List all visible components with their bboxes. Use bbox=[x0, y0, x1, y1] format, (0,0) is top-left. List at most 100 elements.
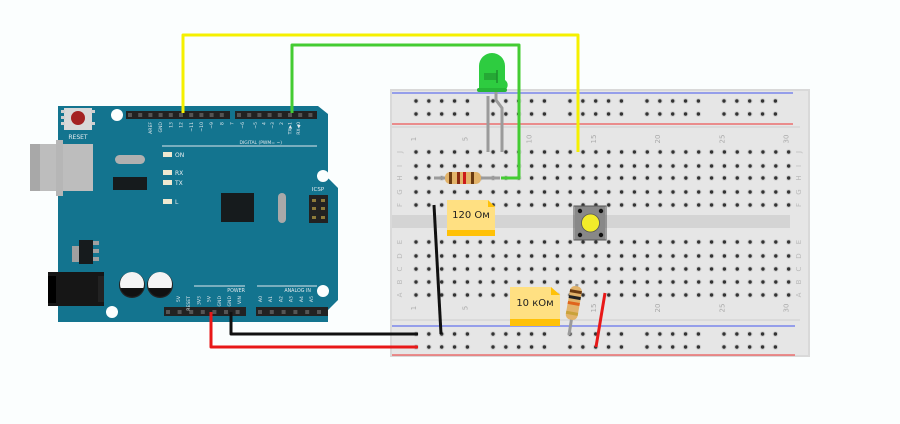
header-pin[interactable] bbox=[237, 113, 241, 117]
wire-red-5v-to-rail[interactable] bbox=[209, 312, 418, 349]
header-pin[interactable] bbox=[308, 113, 313, 117]
header-pin[interactable] bbox=[305, 310, 310, 314]
breadboard-hole-center bbox=[529, 203, 534, 207]
header-pin[interactable] bbox=[200, 310, 205, 314]
header-pin[interactable] bbox=[257, 113, 262, 117]
microcontroller-chip bbox=[221, 193, 254, 222]
breadboard-hole-center bbox=[619, 254, 624, 258]
breadboard-hole-center bbox=[709, 164, 714, 168]
header-pin[interactable] bbox=[158, 113, 163, 117]
rail-hole-center bbox=[658, 345, 662, 349]
breadboard-hole-center bbox=[709, 176, 714, 180]
header-pin[interactable] bbox=[219, 113, 224, 117]
column-number: 10 bbox=[526, 135, 534, 144]
breadboard-hole-center bbox=[465, 190, 470, 194]
header-pin[interactable] bbox=[235, 310, 240, 314]
breadboard-hole-center bbox=[594, 254, 598, 258]
wire-green-pin2-to-led[interactable] bbox=[290, 43, 521, 180]
push-button[interactable] bbox=[573, 205, 607, 241]
wire-red-rail-to-button[interactable] bbox=[594, 292, 607, 348]
header-pin[interactable] bbox=[128, 113, 132, 117]
breadboard-hole-center bbox=[581, 164, 585, 168]
breadboard-hole-center bbox=[619, 190, 624, 194]
wire-black-gnd-to-rail[interactable] bbox=[229, 312, 418, 336]
breadboard-hole-center bbox=[619, 203, 624, 207]
header-pin[interactable] bbox=[179, 113, 183, 117]
resistor-1-label-note: 120 Ом bbox=[447, 200, 495, 236]
breadboard-hole-center bbox=[478, 190, 482, 194]
header-pin[interactable] bbox=[281, 310, 286, 314]
header-pin[interactable] bbox=[166, 310, 170, 314]
header-pin[interactable] bbox=[293, 310, 298, 314]
rail-hole-center bbox=[722, 99, 726, 103]
rail-hole-center bbox=[594, 112, 598, 116]
breadboard-hole-center bbox=[748, 267, 752, 271]
header-pin[interactable] bbox=[212, 310, 217, 314]
pin-label: GND bbox=[227, 296, 233, 307]
reset-button[interactable] bbox=[61, 108, 95, 130]
header-pin[interactable] bbox=[189, 310, 194, 314]
rail-hole-center bbox=[683, 99, 688, 103]
status-led bbox=[163, 199, 172, 204]
arduino-uno: RESET bbox=[30, 106, 338, 322]
breadboard-hole-center bbox=[709, 203, 714, 207]
pin-label: A0 bbox=[258, 296, 264, 302]
rail-hole-center bbox=[645, 99, 649, 103]
header-pin[interactable] bbox=[189, 113, 194, 117]
header-pin[interactable] bbox=[199, 113, 204, 117]
breadboard-hole-center bbox=[774, 164, 778, 168]
pin-label: GND bbox=[217, 296, 223, 307]
led-component[interactable] bbox=[477, 53, 508, 152]
header-pin[interactable] bbox=[269, 310, 274, 314]
column-number: 30 bbox=[783, 304, 791, 313]
breadboard-hole-center bbox=[465, 267, 470, 271]
push-button-cap[interactable] bbox=[581, 213, 600, 233]
breadboard-hole-center bbox=[645, 280, 649, 284]
breadboard-hole-center bbox=[581, 280, 585, 284]
wire-black-rail-to-resistor[interactable] bbox=[432, 204, 443, 335]
header-pin[interactable] bbox=[177, 310, 182, 314]
wire-yellow-pin12-to-button[interactable] bbox=[181, 33, 580, 152]
breadboard-hole-center bbox=[542, 176, 547, 180]
header-pin[interactable] bbox=[258, 310, 262, 314]
rail-hole-center bbox=[568, 112, 572, 116]
breadboard-hole-center bbox=[774, 190, 778, 194]
breadboard-hole-center bbox=[697, 267, 701, 271]
header-pin[interactable] bbox=[277, 113, 282, 117]
breadboard-hole-center bbox=[786, 293, 791, 297]
breadboard-hole-center bbox=[786, 240, 791, 244]
breadboard-hole-center bbox=[774, 240, 778, 244]
rail-hole-center bbox=[465, 112, 470, 116]
header-pin[interactable] bbox=[168, 113, 173, 117]
header-pin[interactable] bbox=[317, 310, 321, 314]
header-pin[interactable] bbox=[247, 113, 252, 117]
row-letter: H bbox=[795, 175, 803, 180]
header-pin[interactable] bbox=[209, 113, 214, 117]
column-number: 15 bbox=[590, 304, 598, 313]
breadboard-hole-center bbox=[619, 293, 624, 297]
breadboard-hole-center bbox=[504, 150, 508, 154]
pin-label: 3V3 bbox=[196, 296, 202, 305]
header-pin[interactable] bbox=[288, 113, 292, 117]
breadboard-hole-center bbox=[504, 254, 508, 258]
header-pin[interactable] bbox=[138, 113, 143, 117]
reset-button-cap[interactable] bbox=[71, 111, 85, 125]
breadboard-hole-center bbox=[529, 267, 534, 271]
header-pin[interactable] bbox=[224, 310, 228, 314]
breadboard-hole-center bbox=[607, 254, 611, 258]
pin-label: AREF bbox=[148, 122, 154, 134]
breadboard-hole-center bbox=[761, 267, 765, 271]
breadboard-hole-center bbox=[568, 240, 572, 244]
breadboard-hole-center bbox=[555, 267, 560, 271]
breadboard-hole-center bbox=[581, 254, 585, 258]
header-pin[interactable] bbox=[148, 113, 153, 117]
resistor-120-ohm[interactable] bbox=[434, 172, 500, 184]
header-pin[interactable] bbox=[267, 113, 272, 117]
breadboard-hole-center bbox=[761, 176, 765, 180]
rail-hole-center bbox=[696, 99, 701, 103]
header-pin[interactable] bbox=[298, 113, 303, 117]
breadboard-hole-center bbox=[542, 203, 547, 207]
resistor-10k-ohm[interactable] bbox=[565, 283, 583, 336]
breadboard-hole-center bbox=[632, 254, 637, 258]
breadboard-hole-center bbox=[645, 254, 649, 258]
